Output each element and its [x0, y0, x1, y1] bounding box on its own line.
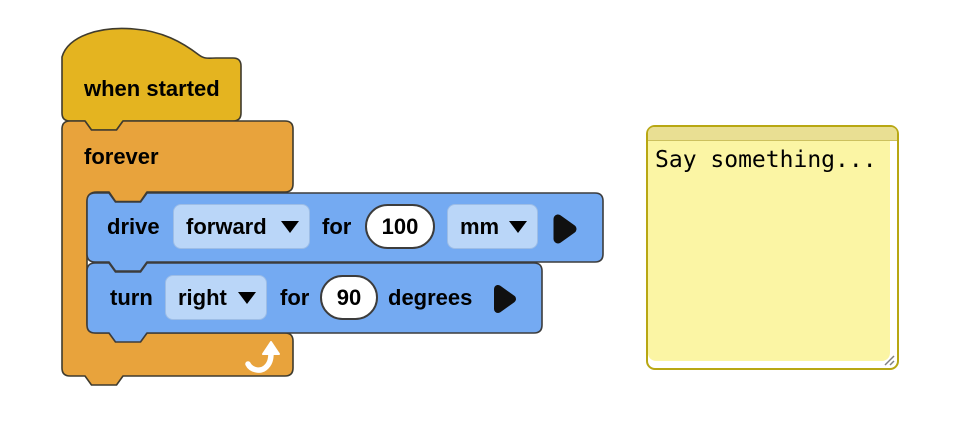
drive-distance-input[interactable]: 100: [365, 204, 435, 249]
turn-direction-value: right: [178, 284, 227, 310]
turn-for-label: for: [280, 285, 310, 310]
drive-direction-value: forward: [186, 213, 267, 239]
turn-angle-input[interactable]: 90: [320, 275, 378, 320]
turn-block-shape[interactable]: [86, 262, 543, 343]
drive-direction-dropdown[interactable]: forward: [173, 204, 310, 249]
resize-grip-icon[interactable]: [881, 352, 896, 367]
dropdown-caret-icon: [509, 220, 527, 233]
dropdown-caret-icon: [281, 220, 299, 233]
forever-label: forever: [84, 144, 159, 169]
drive-for-label: for: [322, 214, 352, 239]
turn-verb-label: turn: [110, 285, 153, 310]
turn-direction-dropdown[interactable]: right: [165, 275, 267, 320]
drive-expand-arrow-icon[interactable]: [553, 214, 577, 244]
drive-verb-label: drive: [107, 214, 160, 239]
loop-arrow-icon: [245, 341, 280, 373]
turn-angle-value: 90: [336, 284, 362, 310]
comment-note[interactable]: Say something...: [646, 125, 899, 370]
dropdown-caret-icon: [238, 291, 256, 304]
turn-expand-arrow-icon[interactable]: [494, 285, 516, 313]
drive-unit-value: mm: [460, 213, 500, 239]
when-started-label: when started: [84, 76, 220, 101]
drive-distance-value: 100: [381, 213, 419, 239]
note-text-input[interactable]: Say something...: [648, 141, 890, 361]
turn-degrees-label: degrees: [388, 285, 473, 310]
drive-unit-dropdown[interactable]: mm: [447, 204, 538, 249]
note-drag-header[interactable]: [648, 127, 897, 141]
